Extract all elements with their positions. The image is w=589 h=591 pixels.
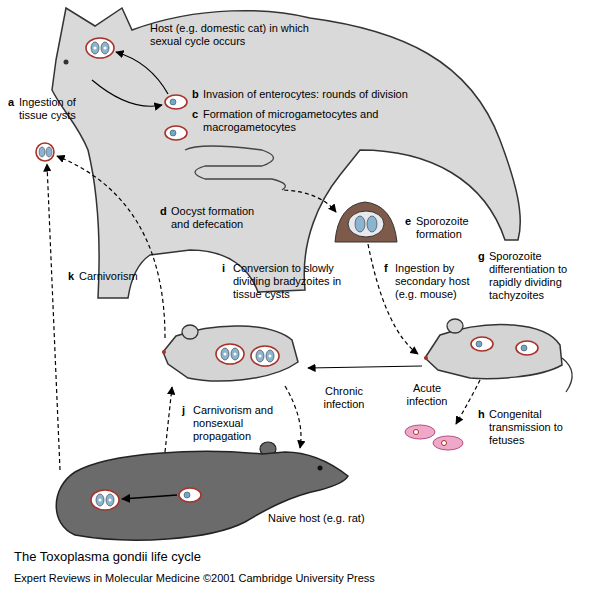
- step-letter: j: [182, 404, 185, 417]
- oocyst: [335, 202, 397, 242]
- chronic-mouse: [163, 326, 298, 381]
- rat: [56, 451, 348, 540]
- step-letter: g: [478, 250, 485, 263]
- step-label: Acute infection: [398, 382, 456, 408]
- step-label: Congenital transmission to fetuses: [489, 408, 581, 447]
- figure-caption: Expert Reviews in Molecular Medicine ©20…: [14, 571, 375, 585]
- step-label: Oocyst formation and defecation: [171, 205, 271, 231]
- step-letter: f: [384, 262, 388, 275]
- cat-silhouette: [52, 8, 520, 298]
- step-label: Host (e.g. domestic cat) in which sexual…: [150, 22, 315, 48]
- step-letter: e: [405, 215, 411, 228]
- step-letter: b: [192, 88, 199, 101]
- fetus: [433, 436, 463, 450]
- step-label: Carnivorism: [79, 270, 138, 283]
- step-letter: k: [68, 270, 74, 283]
- figure-title: The Toxoplasma gondii life cycle: [14, 549, 201, 565]
- step-label: Formation of microgametocytes and macrog…: [203, 108, 398, 134]
- step-label: Chronic infection: [315, 385, 373, 411]
- step-label: Conversion to slowly dividing bradyzoite…: [233, 262, 351, 301]
- step-label: Carnivorism and nonsexual propagation: [193, 404, 283, 443]
- step-label: Sporozoite differentiation to rapidly di…: [489, 250, 583, 302]
- step-letter: a: [8, 96, 14, 109]
- step-letter: d: [160, 205, 167, 218]
- step-letter: c: [192, 108, 198, 121]
- acute-mouse: [425, 325, 562, 379]
- fetus: [405, 425, 435, 439]
- step-label: Ingestion by secondary host (e.g. mouse): [395, 262, 473, 301]
- intestine-coil: [185, 146, 285, 190]
- step-label: Naive host (e.g. rat): [268, 512, 365, 525]
- step-label: Sporozoite formation: [416, 215, 488, 241]
- step-letter: h: [478, 408, 485, 421]
- step-label: Invasion of enterocytes: rounds of divis…: [203, 88, 468, 101]
- step-label: Ingestion of tissue cysts: [19, 96, 83, 122]
- step-letter: i: [222, 262, 225, 275]
